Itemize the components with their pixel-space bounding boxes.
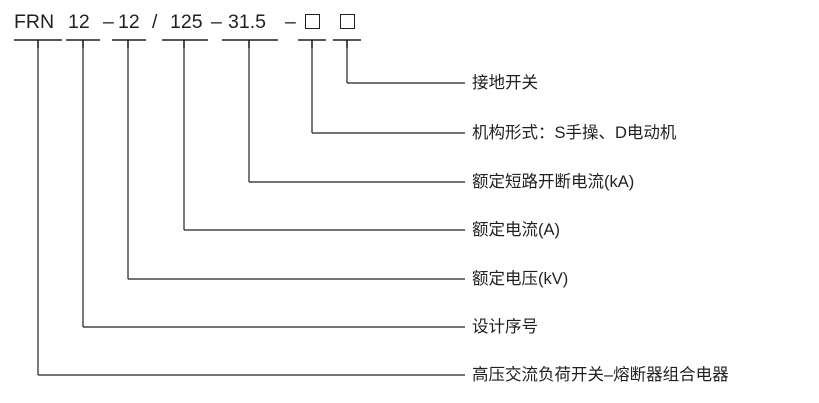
code-token: / — [152, 11, 158, 33]
code-token: 31.5 — [228, 11, 266, 33]
code-placeholder-square — [305, 14, 320, 29]
leader-label: 高压交流负荷开关–熔断器组合电器 — [472, 366, 729, 384]
leader-label: 额定短路开断电流(kA) — [472, 173, 635, 191]
code-token: 125 — [170, 11, 203, 33]
leader-label: 接地开关 — [472, 74, 538, 92]
code-placeholder-square — [340, 14, 355, 29]
code-token: – — [285, 11, 296, 33]
leader-lines — [37, 48, 465, 376]
leader-label: 设计序号 — [472, 318, 538, 336]
code-token: 12 — [118, 11, 140, 33]
leader-label: 额定电流(A) — [472, 221, 560, 239]
code-token: – — [211, 11, 222, 33]
code-underlines — [14, 39, 361, 48]
code-token: – — [103, 11, 114, 33]
leader-label: 额定电压(kV) — [472, 270, 569, 288]
leader-label: 机构形式：S手操、D电动机 — [472, 124, 677, 142]
code-token: 12 — [68, 11, 90, 33]
code-token: FRN — [14, 11, 55, 33]
